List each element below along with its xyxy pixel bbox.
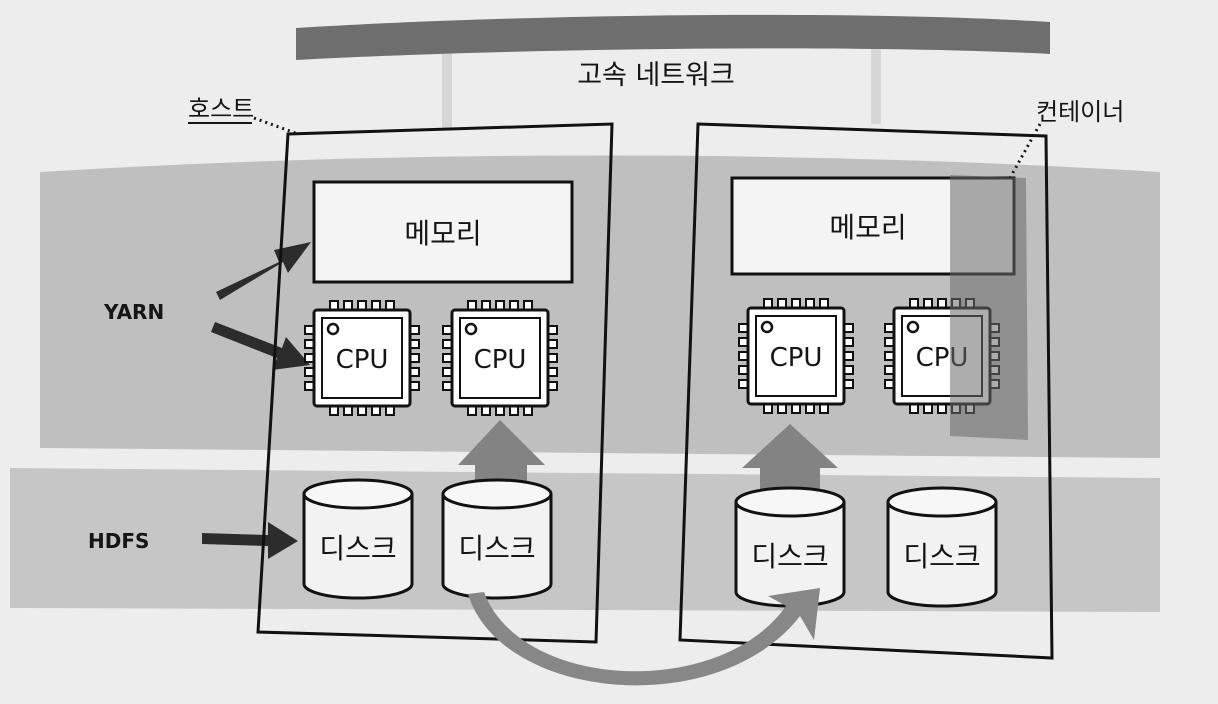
disk-label: 디스크 bbox=[458, 532, 535, 565]
yarn-arrow-to-memory bbox=[216, 242, 311, 300]
host-2: 메모리 CPU CPU 디스크 디스크 bbox=[678, 122, 1054, 660]
disk-top bbox=[441, 478, 553, 510]
cpu-label: CPU bbox=[336, 345, 389, 375]
memory-box bbox=[312, 180, 574, 284]
disk-body bbox=[441, 494, 553, 600]
container-leader-line bbox=[1008, 123, 1042, 179]
disk: 디스크 bbox=[886, 486, 998, 608]
disk-label: 디스크 bbox=[903, 540, 980, 573]
disk: 디스크 bbox=[302, 478, 414, 600]
yarn-arrow-to-cpu bbox=[211, 322, 310, 370]
host-1-frame bbox=[256, 122, 614, 644]
network-label: 고속 네트워크 bbox=[577, 60, 735, 91]
disk: 디스크 bbox=[734, 486, 846, 608]
disk-top bbox=[886, 486, 998, 518]
hdfs-arrow-to-disk bbox=[202, 522, 298, 559]
cpu-orientation-dot bbox=[464, 322, 478, 336]
host-label: 호스트 bbox=[188, 95, 254, 123]
cpu-label: CPU bbox=[474, 345, 527, 375]
cross-host-transfer-arrow bbox=[468, 588, 820, 686]
container-overlay bbox=[950, 175, 1028, 440]
cpu-label: CPU bbox=[770, 343, 823, 373]
cpu-chip: CPU bbox=[738, 298, 854, 414]
hdfs-band bbox=[10, 468, 1160, 612]
hdfs-label: HDFS bbox=[88, 529, 149, 553]
disk-body bbox=[886, 502, 998, 608]
disk-top bbox=[302, 478, 414, 510]
yarn-label: YARN bbox=[103, 300, 164, 324]
network: 고속 네트워크 bbox=[296, 14, 1050, 128]
disk: 디스크 bbox=[441, 478, 553, 600]
cpu-chip: CPU bbox=[304, 300, 420, 416]
cpu-orientation-dot bbox=[906, 320, 920, 334]
disk-label: 디스크 bbox=[319, 532, 396, 565]
disk-body bbox=[302, 494, 414, 600]
disk-top bbox=[734, 486, 846, 518]
host-1: 메모리 CPU CPU 디스크 디스크 bbox=[256, 122, 614, 644]
memory-label: 메모리 bbox=[829, 211, 906, 244]
container-label: 컨테이너 bbox=[1036, 98, 1124, 126]
host-2-frame bbox=[678, 122, 1054, 660]
network-bar bbox=[296, 14, 1050, 61]
cpu-orientation-dot bbox=[760, 320, 774, 334]
cpu-chip: CPU bbox=[442, 300, 558, 416]
local-read-arrow bbox=[742, 424, 838, 505]
memory-label: 메모리 bbox=[404, 217, 481, 250]
cpu-orientation-dot bbox=[326, 322, 340, 336]
disk-label: 디스크 bbox=[751, 540, 828, 573]
host-leader-line bbox=[253, 116, 299, 136]
